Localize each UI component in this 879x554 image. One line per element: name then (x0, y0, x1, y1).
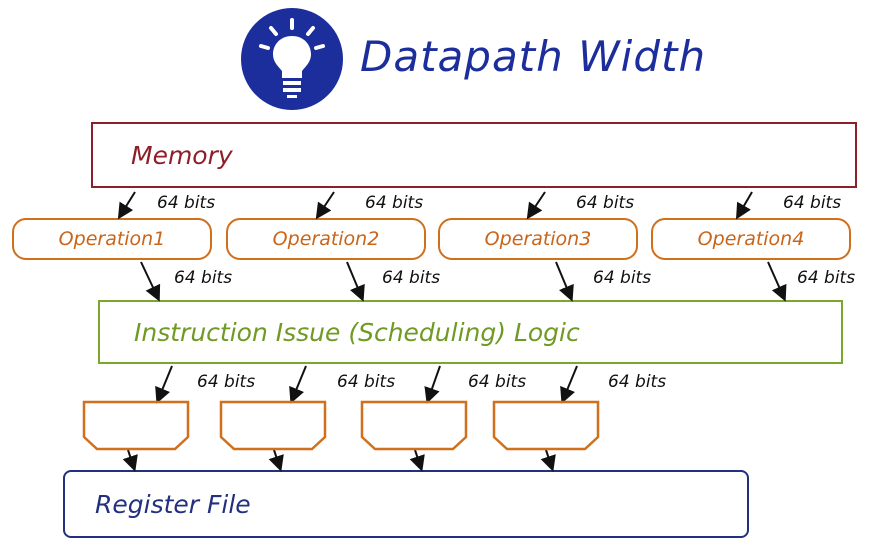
arrow-op-issue-4 (767, 261, 787, 302)
width-label-mem-op-1: 64 bits (157, 193, 216, 213)
arrow-mem-op-4 (735, 191, 753, 220)
functional-unit-1 (82, 400, 190, 451)
arrow-unit-regfile-4 (540, 449, 556, 472)
arrow-mem-op-3 (526, 191, 546, 220)
width-label-issue-unit-2: 64 bits (337, 372, 396, 392)
operation-label-1: Operation1 (58, 228, 166, 250)
width-label-op-issue-3: 64 bits (593, 268, 652, 288)
arrow-op-issue-1 (140, 261, 161, 302)
width-label-issue-unit-4: 64 bits (608, 372, 667, 392)
operation-label-3: Operation3 (484, 228, 592, 250)
operation-box-1: Operation1 (12, 218, 212, 260)
diagram-title: Datapath Width (360, 32, 707, 81)
width-label-mem-op-2: 64 bits (365, 193, 424, 213)
register-file-label: Register File (95, 489, 251, 519)
arrow-mem-op-1 (117, 191, 136, 220)
operation-label-4: Operation4 (697, 228, 805, 250)
width-label-issue-unit-3: 64 bits (468, 372, 527, 392)
arrow-unit-regfile-1 (122, 449, 138, 472)
arrow-mem-op-2 (315, 191, 335, 220)
arrow-op-issue-3 (555, 261, 574, 302)
width-label-op-issue-1: 64 bits (174, 268, 233, 288)
functional-unit-4 (492, 400, 600, 451)
issue-logic-box: Instruction Issue (Scheduling) Logic (98, 300, 843, 364)
issue-logic-label: Instruction Issue (Scheduling) Logic (134, 317, 580, 347)
arrow-issue-unit-2 (289, 365, 307, 404)
width-label-mem-op-4: 64 bits (783, 193, 842, 213)
arrow-issue-unit-1 (155, 365, 173, 404)
width-label-op-issue-2: 64 bits (382, 268, 441, 288)
functional-unit-2 (219, 400, 327, 451)
lightbulb-graphic (259, 18, 325, 98)
memory-box: Memory (91, 122, 857, 188)
arrow-unit-regfile-2 (268, 449, 284, 472)
register-file-box: Register File (63, 470, 749, 538)
functional-unit-3 (360, 400, 468, 451)
arrow-op-issue-2 (346, 261, 365, 302)
arrow-issue-unit-4 (560, 365, 578, 404)
width-label-mem-op-3: 64 bits (576, 193, 635, 213)
lightbulb-icon (241, 8, 343, 110)
operation-box-4: Operation4 (651, 218, 851, 260)
arrow-issue-unit-3 (424, 365, 441, 404)
arrow-unit-regfile-3 (409, 449, 425, 472)
memory-label: Memory (131, 140, 233, 170)
width-label-op-issue-4: 64 bits (797, 268, 856, 288)
width-label-issue-unit-1: 64 bits (197, 372, 256, 392)
operation-label-2: Operation2 (272, 228, 380, 250)
